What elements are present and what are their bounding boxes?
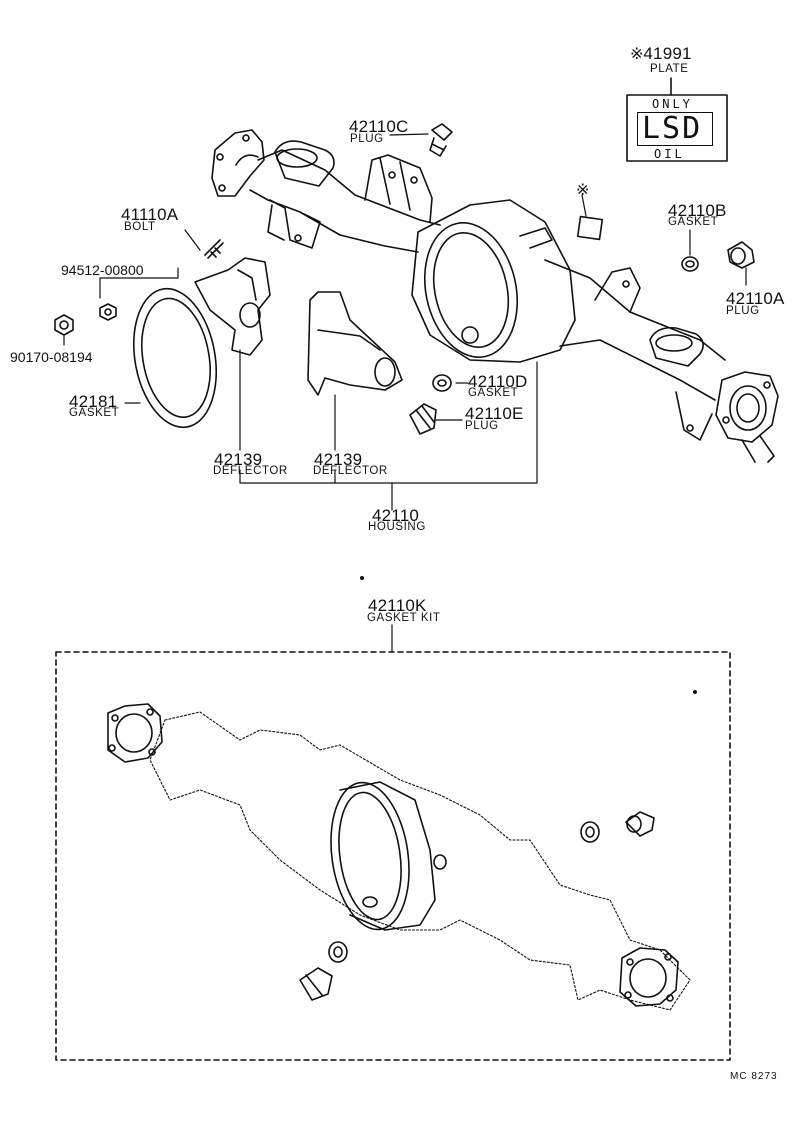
plug-42110e [409,403,437,435]
part-number: 42139 [314,450,363,469]
plate-text-main: LSD [642,111,703,146]
plug-42110c [429,123,453,157]
small-plate [576,215,604,241]
part-name: HOUSING [368,521,426,533]
part-name: PLUG [350,133,384,145]
part-name: GASKET [468,387,519,399]
bolt-41110a [204,239,224,259]
gasket-42181 [132,287,218,429]
lsd-box [637,112,713,146]
gasket-42110d [432,374,452,392]
plate-text-top: ONLY [652,97,693,111]
part-name: PLUG [465,420,499,432]
kit-gasket-d [328,941,348,963]
kit-plug-e [299,967,333,1001]
part-number: 42110D [468,372,528,391]
diagram-code: MC 8273 [730,1071,778,1082]
star-mark: ※ [630,44,644,63]
part-number: 42110K [368,596,427,615]
part-number: 42181 [69,392,118,411]
part-number: 42110E [465,404,524,423]
lsd-oil-plate [626,77,728,162]
axle-housing [211,129,779,463]
star-mark: ※ [576,180,590,199]
kit-flange-gasket-left [107,703,163,763]
plate-label: ※41991 [630,45,692,63]
part-number: 42110C [349,117,409,136]
plug-42110a [727,241,755,269]
part-name: GASKET KIT [367,612,441,624]
part-number: 94512-00800 [61,262,144,278]
deflector-right [307,291,403,396]
part-number: 41110A [121,205,179,224]
part-number: 42110B [668,201,727,220]
part-name: DEFLECTOR [213,465,288,477]
kit-carrier-gasket [330,781,447,931]
gasket-kit-outline [149,711,691,1011]
part-number: 42110A [726,289,785,308]
part-name: BOLT [124,221,156,233]
part-name: PLUG [726,305,760,317]
part-number: 90170-08194 [10,349,93,365]
gasket-42110b [681,256,699,272]
part-name: GASKET [69,407,120,419]
part-number: 41991 [643,44,692,63]
nut-90170 [54,314,74,336]
gasket-kit-frame [55,651,731,1061]
plate-text-bottom: OIL [654,147,685,161]
kit-plug-a [625,811,655,837]
part-number: 42110 [372,506,420,525]
part-name: PLATE [650,63,689,75]
part-number: 42139 [214,450,263,469]
kit-gasket-b [580,821,600,843]
kit-flange-gasket-right [619,947,679,1007]
part-name: GASKET [668,216,719,228]
deflector-left [194,257,271,356]
part-name: DEFLECTOR [313,465,388,477]
leader-lines [63,133,747,653]
nut-94512 [99,303,117,321]
